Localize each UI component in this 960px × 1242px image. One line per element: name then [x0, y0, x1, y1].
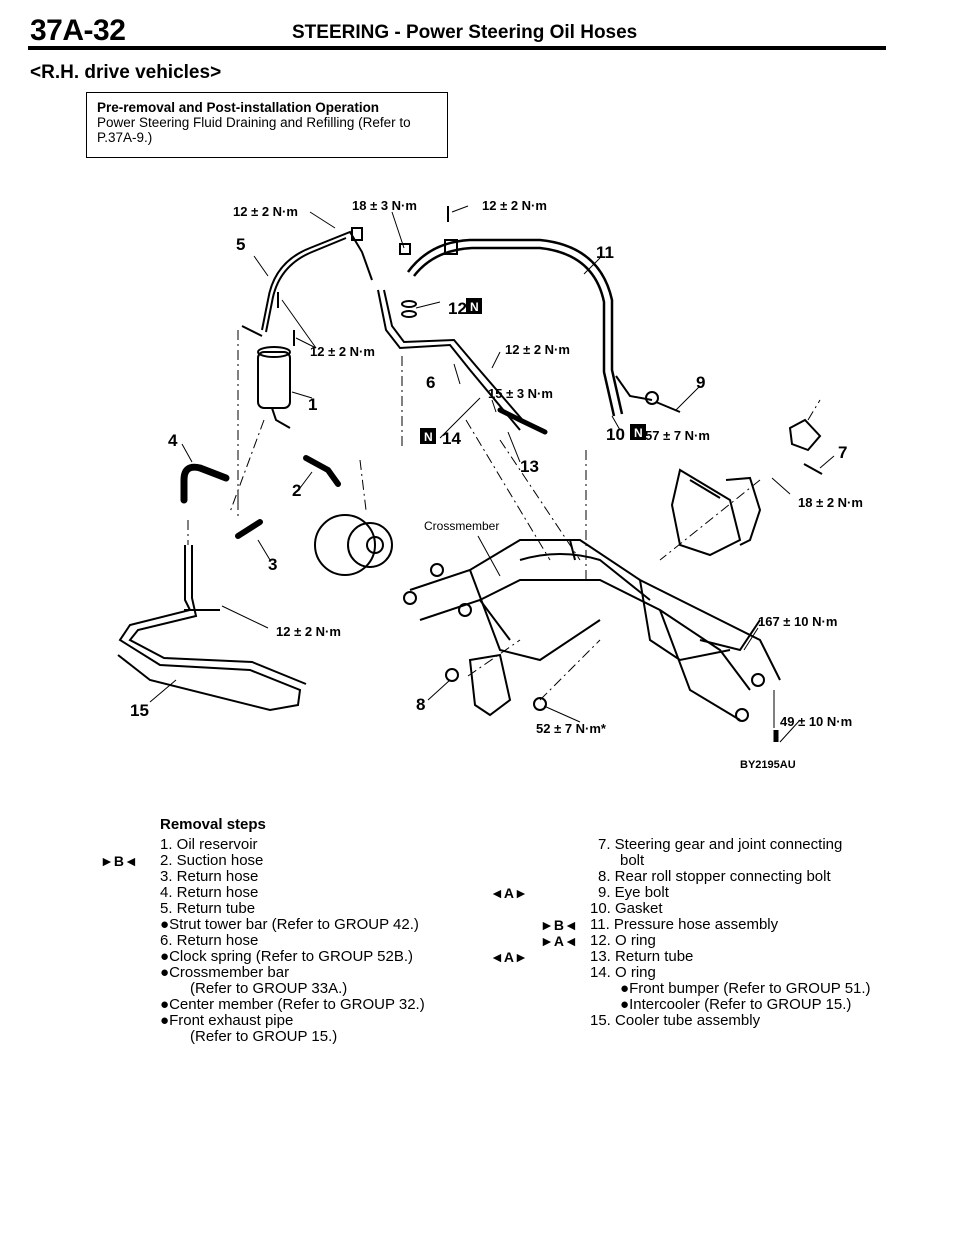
step-item: ●Clock spring (Refer to GROUP 52B.): [160, 949, 413, 965]
crossmember: [409, 539, 781, 681]
torque-label: 57 ± 7 N·m: [645, 428, 710, 443]
removal-steps-title: Removal steps: [160, 816, 266, 833]
part-number-11: 11: [596, 243, 614, 262]
step-mark: ◄A►: [490, 949, 528, 965]
pressure-hose-11: [406, 238, 624, 415]
oil-pump: [314, 514, 376, 576]
step-mark: ►B◄: [540, 917, 578, 933]
step-item: 13. Return tube: [590, 948, 694, 965]
step-item: 12. O ring: [590, 932, 656, 949]
cooler-tube-15: [117, 545, 302, 712]
part-number-12: 12: [448, 299, 467, 318]
step-item: 8. Rear roll stopper connecting bolt: [598, 868, 831, 885]
torque-label: 12 ± 2 N·m: [505, 342, 570, 357]
step-item: (Refer to GROUP 15.): [190, 1028, 338, 1045]
bullet-icon: ●: [620, 996, 630, 1013]
torque-label: 18 ± 2 N·m: [798, 495, 863, 510]
step-mark: ◄A►: [490, 885, 528, 901]
bullet-icon: ●: [160, 996, 170, 1013]
step-item: 2. Suction hose: [160, 852, 264, 869]
torque-label: 12 ± 2 N·m: [233, 204, 298, 219]
new-part-mark-text: N: [634, 426, 643, 440]
torque-label: 12 ± 2 N·m: [310, 344, 375, 359]
bullet-icon: ●: [160, 1012, 170, 1029]
step-item: ●Strut tower bar (Refer to GROUP 42.): [160, 917, 419, 933]
torque-label: 12 ± 2 N·m: [482, 198, 547, 213]
oil-reservoir-1: [257, 351, 291, 409]
step-item: 7. Steering gear and joint connecting: [598, 836, 843, 853]
pre-removal-line2: P.37A-9.): [97, 130, 153, 145]
header-rule: [28, 46, 886, 50]
part-number-10: 10: [606, 425, 625, 444]
step-item: 14. O ring: [590, 964, 656, 981]
part-number-14: 14: [442, 429, 461, 448]
torque-label: 15 ± 3 N·m: [488, 386, 553, 401]
part-number-7: 7: [838, 443, 847, 462]
bullet-icon: ●: [160, 948, 170, 965]
new-part-mark: [466, 298, 482, 314]
page-code: 37A-32: [30, 14, 126, 47]
step-item: ●Front exhaust pipe: [160, 1013, 293, 1029]
torque-label: 49 ± 10 N·m: [780, 714, 852, 729]
step-item: 6. Return hose: [160, 932, 259, 949]
step-text: Clock spring (Refer to GROUP 52B.): [169, 948, 414, 965]
step-item: 4. Return hose: [160, 884, 259, 901]
step-item: bolt: [620, 852, 645, 869]
bullet-icon: ●: [160, 964, 170, 981]
bullet-icon: ●: [160, 916, 170, 933]
torque-label: 167 ± 10 N·m: [758, 614, 837, 629]
step-item: ●Center member (Refer to GROUP 32.): [160, 997, 425, 1013]
new-part-mark-text: N: [424, 430, 433, 444]
pre-removal-box: Pre-removal and Post-installation Operat…: [86, 92, 448, 158]
part-number-15: 15: [130, 701, 149, 720]
part-number-8: 8: [416, 695, 425, 714]
step-text: Crossmember bar: [169, 964, 290, 981]
step-item: 9. Eye bolt: [598, 884, 669, 901]
step-item: 10. Gasket: [590, 900, 663, 917]
new-part-mark: [630, 424, 646, 440]
part-number-1: 1: [308, 395, 317, 414]
step-text: Front exhaust pipe: [169, 1012, 294, 1029]
step-text: Intercooler (Refer to GROUP 15.): [629, 996, 852, 1013]
return-tube-5: [261, 230, 373, 331]
vehicle-label: <R.H. drive vehicles>: [30, 62, 222, 83]
exploded-diagram: 12 ± 2 N·m 18 ± 3 N·m 12 ± 2 N·m 12 ± 2 …: [117, 198, 863, 771]
step-item: 11. Pressure hose assembly: [590, 916, 779, 933]
step-item: ●Front bumper (Refer to GROUP 51.): [620, 981, 871, 997]
step-text: Strut tower bar (Refer to GROUP 42.): [169, 916, 419, 933]
step-item: 1. Oil reservoir: [160, 836, 258, 853]
step-item: 3. Return hose: [160, 868, 259, 885]
step-mark: ►B◄: [100, 853, 138, 869]
step-mark: ►A◄: [540, 933, 578, 949]
part-number-3: 3: [268, 555, 277, 574]
step-item: 15. Cooler tube assembly: [590, 1012, 761, 1029]
step-text: Front bumper (Refer to GROUP 51.): [629, 980, 871, 997]
step-item: ●Crossmember bar: [160, 965, 289, 981]
step-item: (Refer to GROUP 33A.): [190, 980, 348, 997]
part-number-2: 2: [292, 481, 301, 500]
torque-label: 52 ± 7 N·m*: [536, 721, 607, 736]
pre-removal-title: Pre-removal and Post-installation Operat…: [97, 100, 380, 115]
torque-label: 18 ± 3 N·m: [352, 198, 417, 213]
new-part-mark-text: N: [470, 300, 479, 314]
page-title: STEERING - Power Steering Oil Hoses: [292, 22, 638, 43]
pre-removal-line1: Power Steering Fluid Draining and Refill…: [97, 115, 411, 130]
step-item: 5. Return tube: [160, 900, 256, 917]
return-hose-6: [377, 289, 521, 431]
figure-code: BY2195AU: [740, 759, 796, 771]
step-text: Center member (Refer to GROUP 32.): [169, 996, 425, 1013]
step-item: ●Intercooler (Refer to GROUP 15.): [620, 997, 851, 1013]
bullet-icon: ●: [620, 980, 630, 997]
new-part-mark: [420, 428, 436, 444]
part-number-9: 9: [696, 373, 705, 392]
part-number-5: 5: [236, 235, 245, 254]
part-number-13: 13: [520, 457, 539, 476]
torque-label: 12 ± 2 N·m: [276, 624, 341, 639]
gear-boot: [670, 468, 742, 557]
part-number-4: 4: [168, 431, 178, 450]
crossmember-label: Crossmember: [424, 519, 499, 533]
part-number-6: 6: [426, 373, 435, 392]
